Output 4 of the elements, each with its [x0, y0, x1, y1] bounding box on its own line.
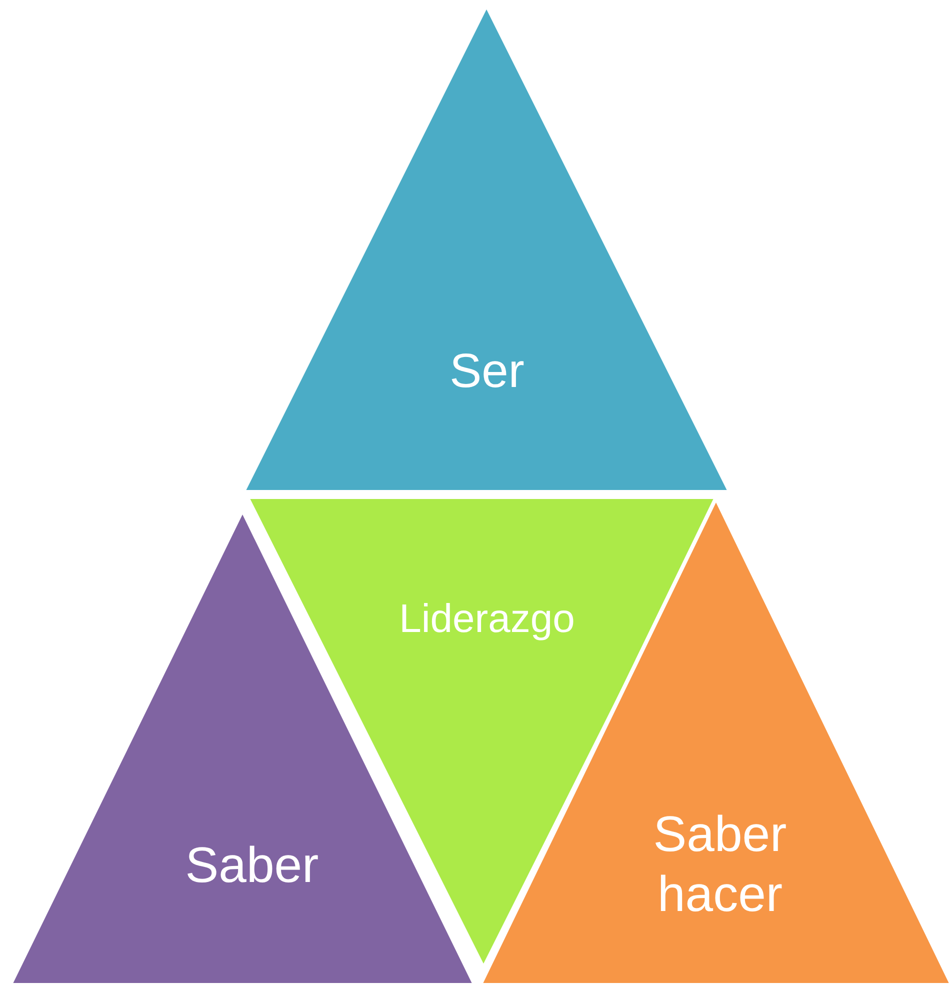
triangle-label: Liderazgo	[399, 596, 575, 643]
triangle-label: Saber hacer	[652, 805, 788, 924]
triangle-label: Ser	[450, 344, 524, 400]
triangle-label: Saber	[185, 836, 319, 895]
